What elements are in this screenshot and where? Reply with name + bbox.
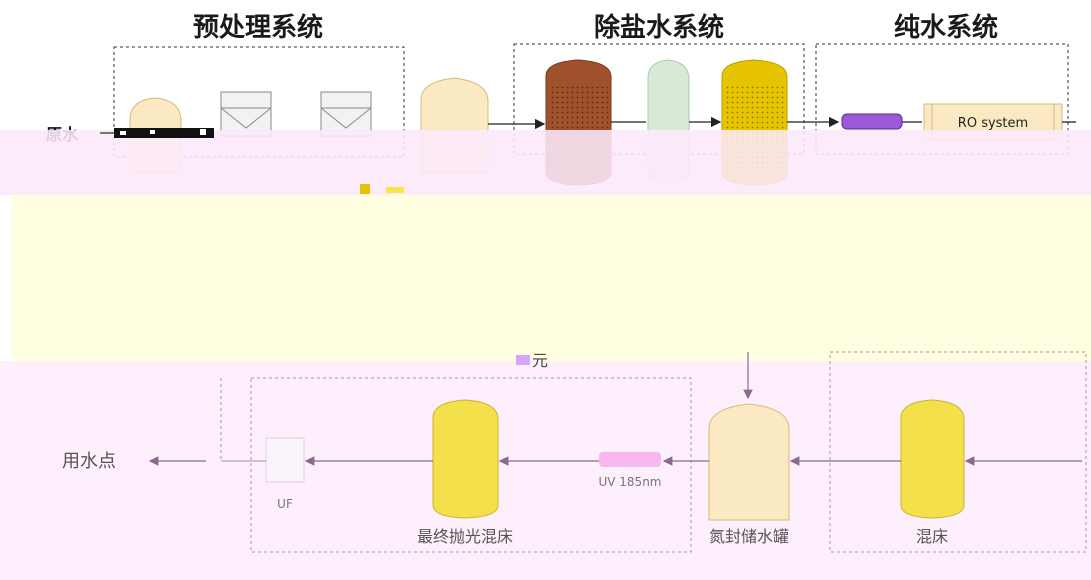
point-of-use-label: 用水点 <box>62 451 116 472</box>
section-title-desalination: 除盐水系统 <box>594 12 724 43</box>
cartridge-filter <box>841 113 903 130</box>
mixed-bed-group-box <box>829 351 1087 553</box>
polishing-bed-label: 最终抛光混床 <box>417 527 513 546</box>
glyph-color-fragment <box>516 355 530 365</box>
raw-water-inlet-artifact <box>100 128 214 138</box>
section-title-pretreatment: 预处理系统 <box>193 12 323 43</box>
final-polishing-mixed-bed: 最终抛光混床 <box>417 399 513 546</box>
uv-sterilizer: UV 185nm <box>598 452 662 489</box>
nitrogen-tank-label: 氮封储水罐 <box>709 527 789 546</box>
uf-unit: UF <box>265 437 305 511</box>
glyph-fragment: 元 <box>532 351 548 370</box>
nitrogen-sealed-storage-tank: 氮封储水罐 <box>708 403 790 546</box>
color-fragment <box>360 184 404 194</box>
overlay-band-pink <box>0 130 1091 195</box>
mixed-bed-label: 混床 <box>916 527 948 546</box>
pretreatment-group-box <box>113 46 405 158</box>
uv-label: UV 185nm <box>598 475 661 489</box>
mixed-bed-tank: 混床 <box>900 399 965 546</box>
pretreatment-filter-2 <box>320 91 372 137</box>
polishing-group-box <box>250 377 692 553</box>
uf-label: UF <box>277 497 293 511</box>
ro-system-label: RO system <box>958 116 1028 131</box>
desalination-group-box <box>513 43 805 155</box>
section-title-pure-water: 纯水系统 <box>894 12 998 43</box>
overlay-band-yellow <box>12 195 1091 361</box>
pretreatment-filter-1 <box>220 91 272 137</box>
